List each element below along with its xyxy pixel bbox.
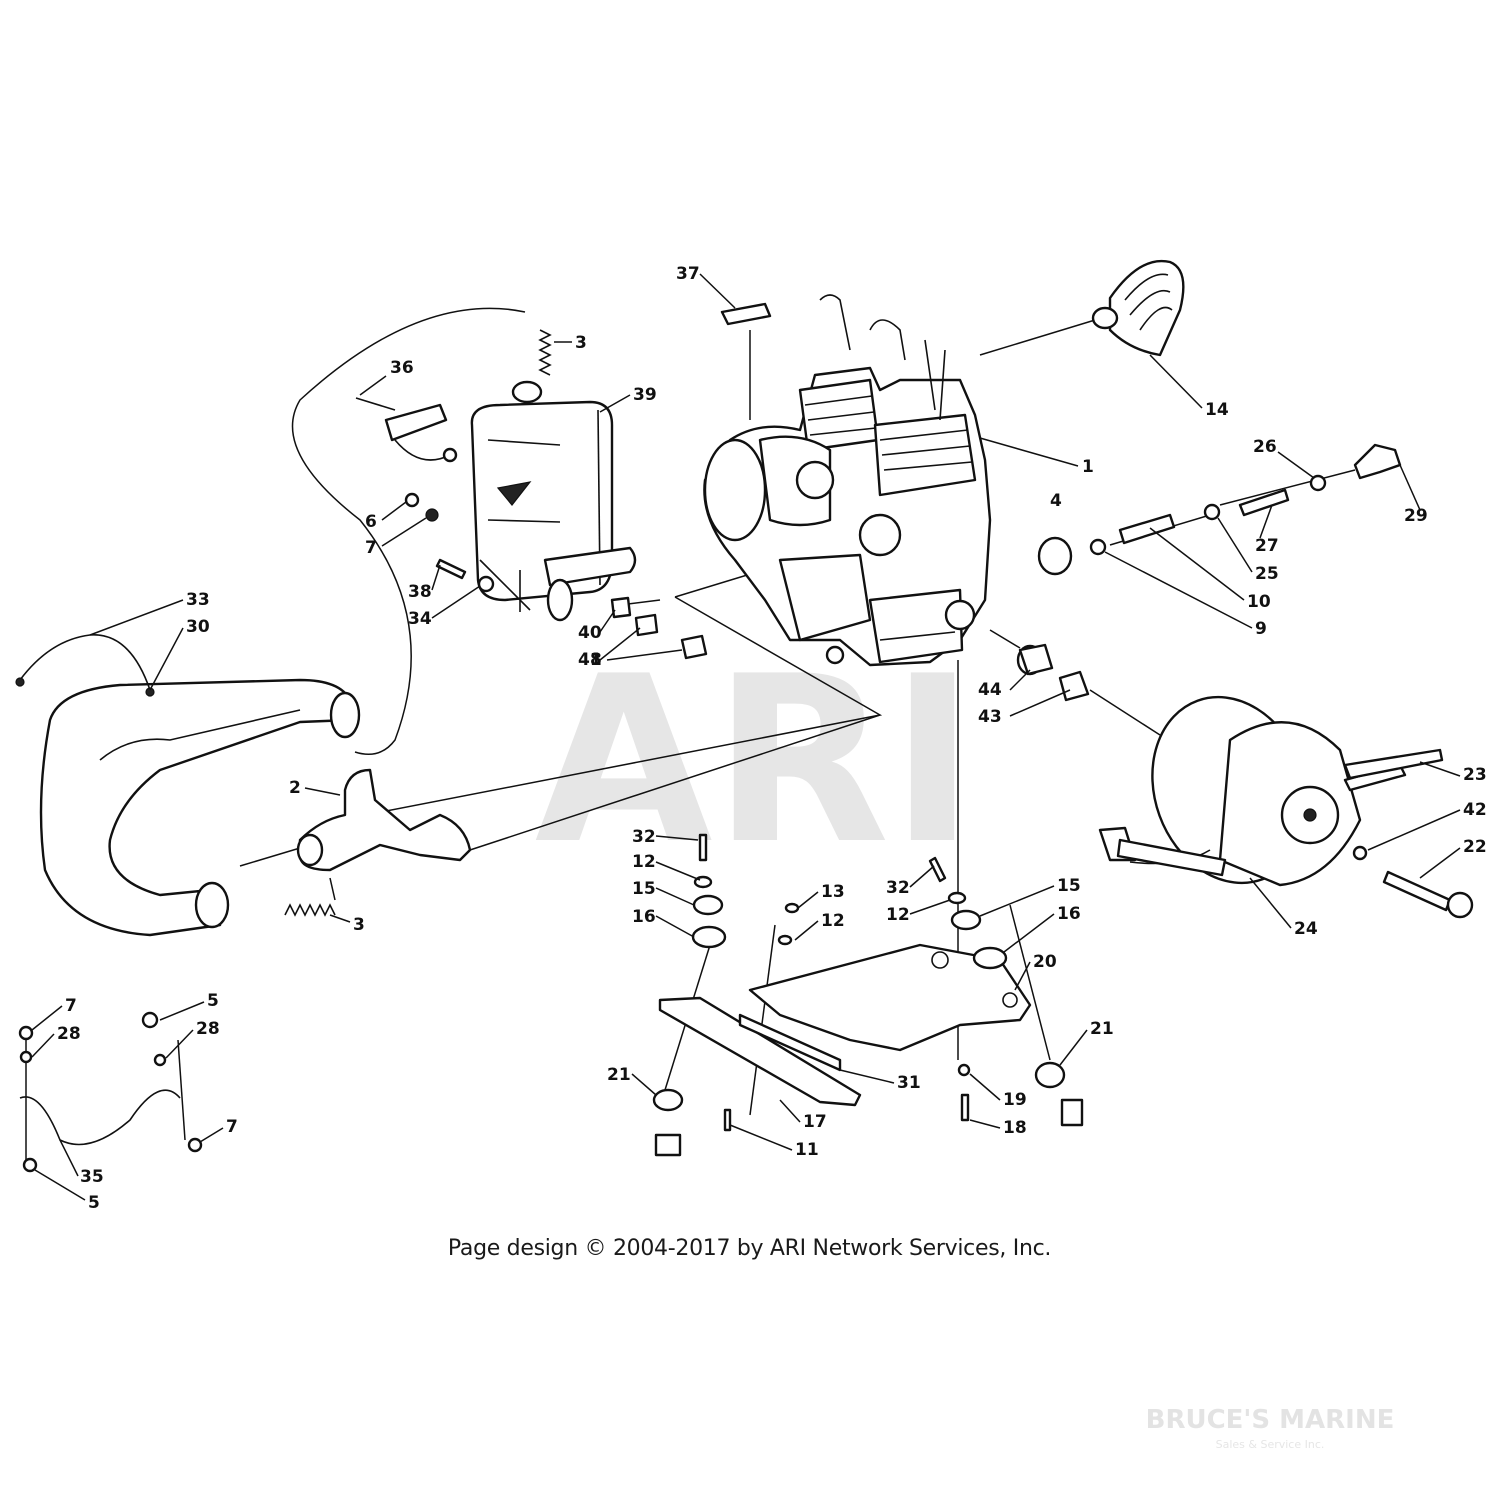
callout-label: 24 xyxy=(1294,919,1318,939)
callout-label: 7 xyxy=(65,996,77,1016)
callout-label: 15 xyxy=(1057,876,1081,896)
callout-labels: 1 2 3 3 4 5 5 6 7 7 7 8 9 10 xyxy=(31,264,1487,1213)
callout-label: 28 xyxy=(196,1019,220,1039)
ari-watermark: ARI xyxy=(535,628,976,895)
callout-label: 18 xyxy=(1003,1118,1027,1138)
callout-label: 21 xyxy=(607,1065,631,1085)
callout-label: 16 xyxy=(1057,904,1081,924)
right-mount-stack xyxy=(928,856,1084,1127)
callout-label: 37 xyxy=(676,264,700,284)
mount-hardware xyxy=(723,902,800,1132)
callout-label: 10 xyxy=(1247,592,1271,612)
callout-label: 43 xyxy=(978,707,1002,727)
callout-label: 30 xyxy=(186,617,210,637)
clutch-bolt xyxy=(1352,845,1474,919)
callout-label: 3 xyxy=(575,333,587,353)
box-hardware xyxy=(404,492,708,660)
callout-label: 9 xyxy=(1255,619,1267,639)
callout-label: 12 xyxy=(886,905,910,925)
engine-assembly xyxy=(703,294,992,667)
callout-label: 15 xyxy=(632,879,656,899)
callout-label: 20 xyxy=(1033,952,1057,972)
drive-belt xyxy=(1116,748,1444,877)
callout-label: 34 xyxy=(408,609,432,629)
air-silencer-box xyxy=(470,380,637,622)
copyright-notice: Page design © 2004-2017 by ARI Network S… xyxy=(447,1236,1052,1261)
callout-label: 6 xyxy=(365,512,377,532)
callout-label: 13 xyxy=(821,882,845,902)
callout-label: 5 xyxy=(88,1193,100,1213)
callout-label: 8 xyxy=(590,650,602,670)
callout-label: 39 xyxy=(633,385,657,405)
callout-label: 17 xyxy=(803,1112,827,1132)
callout-label: 7 xyxy=(226,1117,238,1137)
callout-label: 42 xyxy=(1463,800,1487,820)
callout-label: 21 xyxy=(1090,1019,1114,1039)
callout-label: 29 xyxy=(1404,506,1428,526)
left-mount-stack xyxy=(652,833,727,1157)
callout-label: 26 xyxy=(1253,437,1277,457)
cable xyxy=(18,1011,203,1173)
callout-label: 25 xyxy=(1255,564,1279,584)
decal xyxy=(720,302,772,326)
callout-label: 2 xyxy=(289,778,301,798)
callout-label: 1 xyxy=(1082,457,1094,477)
mounting-bracket xyxy=(355,397,458,463)
linkage-parts xyxy=(1037,443,1402,576)
callout-label: 40 xyxy=(578,623,602,643)
callout-label: 27 xyxy=(1255,536,1279,556)
callout-label: 16 xyxy=(632,907,656,927)
callout-label: 23 xyxy=(1463,765,1487,785)
brand-watermark: BRUCE'S MARINE xyxy=(1145,1405,1395,1435)
callout-label: 32 xyxy=(886,878,910,898)
spring-lower xyxy=(284,903,336,917)
callout-label: 11 xyxy=(795,1140,819,1160)
callout-label: 12 xyxy=(821,911,845,931)
callout-label: 12 xyxy=(632,852,656,872)
expansion-chamber xyxy=(39,678,361,937)
callout-label: 14 xyxy=(1205,400,1229,420)
engine-mount-plate xyxy=(748,943,1032,1052)
recoil-starter xyxy=(1091,259,1185,357)
drive-clutch xyxy=(1098,695,1407,887)
callout-label: 4 xyxy=(1050,491,1062,511)
callout-label: 36 xyxy=(390,358,414,378)
brand-tagline: Sales & Service Inc. xyxy=(1215,1438,1325,1451)
engine-bushings xyxy=(1016,643,1090,702)
callout-label: 5 xyxy=(207,991,219,1011)
callout-label: 28 xyxy=(57,1024,81,1044)
callout-label: 41 xyxy=(578,650,602,670)
callout-label: 44 xyxy=(978,680,1002,700)
spring xyxy=(538,329,552,376)
callout-label: 33 xyxy=(186,590,210,610)
callout-label: 31 xyxy=(897,1073,921,1093)
callout-label: 22 xyxy=(1463,837,1487,857)
callout-label: 32 xyxy=(632,827,656,847)
exhaust-manifold xyxy=(296,768,472,872)
callout-label: 35 xyxy=(80,1167,104,1187)
callout-label: 19 xyxy=(1003,1090,1027,1110)
callout-label: 38 xyxy=(408,582,432,602)
callout-label: 7 xyxy=(365,538,377,558)
callout-label: 3 xyxy=(353,915,365,935)
